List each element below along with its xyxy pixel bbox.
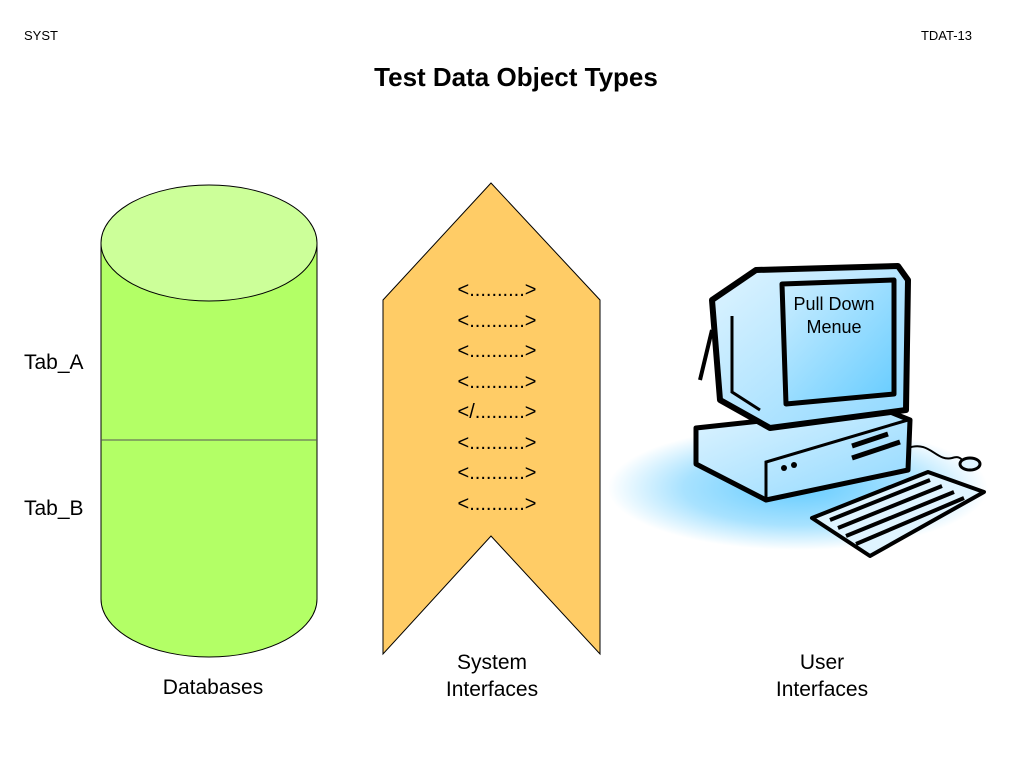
interface-tag-list: <..........> <..........> <..........> <… [400, 275, 594, 519]
header-right-label: TDAT-13 [920, 28, 972, 43]
interface-tag: <..........> [457, 279, 537, 301]
table-label-tab-a: Tab_A [24, 351, 84, 374]
system-interfaces-caption: System Interfaces [445, 651, 539, 701]
monitor-screen [779, 277, 897, 407]
interface-tag: <..........> [457, 309, 537, 332]
interface-tag: </.........> [457, 401, 537, 423]
system-interface-chevron [382, 182, 601, 656]
interface-tag: <..........> [457, 492, 537, 515]
databases-caption: Databases [162, 676, 264, 699]
interface-tag: <..........> [457, 462, 537, 484]
interface-tag: <..........> [457, 340, 537, 362]
table-label-tab-b: Tab_B [24, 497, 84, 520]
header-left-label: SYST [24, 28, 58, 43]
database-cylinder [100, 184, 318, 658]
screen-menu-text: Pull Down Menue [793, 294, 875, 337]
interface-tag: <..........> [457, 431, 537, 454]
user-interfaces-caption: User Interfaces [775, 651, 869, 701]
computer-icon [608, 263, 988, 558]
interface-tag: <..........> [457, 370, 537, 393]
page-title: Test Data Object Types [374, 62, 658, 92]
